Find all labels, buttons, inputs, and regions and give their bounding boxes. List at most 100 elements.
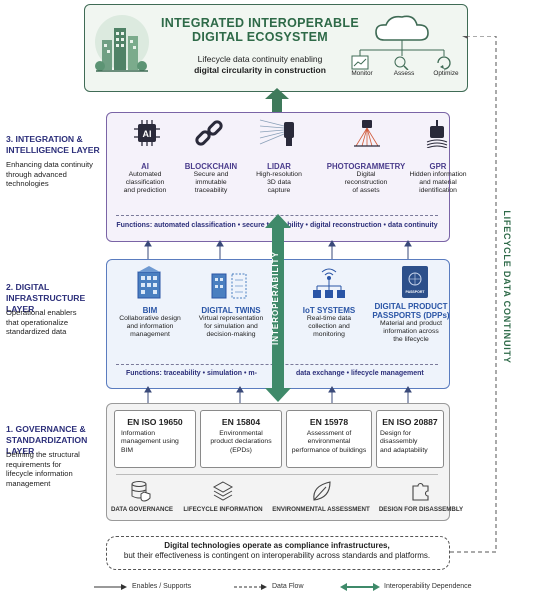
tech-bim-desc-2: and information [126, 323, 174, 331]
tech-iot-name: IoT SYSTEMS [302, 306, 356, 315]
iot-network-icon [313, 268, 345, 298]
tech-blockchain-desc-1: Secure and [193, 171, 229, 178]
layer1-desc-4: management [6, 478, 51, 488]
standard-desc-2: environmental [307, 438, 351, 446]
legend-dataflow: Data Flow [272, 583, 304, 590]
standard-desc-2: product declarations [210, 438, 272, 446]
tech-digital-twins-desc-2: for simulation and [204, 323, 258, 331]
layer1-desc-3: lifecycle information [6, 469, 73, 478]
tech-bim-desc-1: Collaborative design [119, 315, 181, 322]
standard-title: EN 15978 [309, 417, 349, 427]
governance-environmental-label: ENVIRONMENTAL ASSESSMENT [272, 506, 370, 513]
standard-desc-2: and adaptability [380, 446, 428, 454]
tech-digital-twins-desc-1: Virtual representation [198, 315, 264, 322]
tech-bim-desc-3: management [130, 331, 170, 339]
tech-photogrammetry-name: PHOTOGRAMMETRY [326, 162, 406, 171]
compliance-note-box [106, 536, 450, 570]
passport-badge: PASSPORT [405, 290, 425, 294]
standard-desc-3: (EPDs) [230, 446, 252, 454]
up-arrow-to-ecosystem-icon [265, 88, 289, 114]
tech-dpp-name-1: DIGITAL PRODUCT [374, 302, 448, 311]
chain-icon [195, 120, 223, 146]
ecosystem-title-2: DIGITAL ECOSYSTEM [192, 30, 328, 44]
standard-title: EN 15804 [221, 417, 261, 427]
interoperability-label: INTEROPERABILITY [271, 251, 280, 345]
compliance-note-2: but their effectiveness is contingent on… [123, 551, 431, 560]
monitor-label: Monitor [351, 70, 373, 77]
gpr-icon [426, 120, 448, 148]
tech-dpp-name-2: PASSPORTS (DPPs) [372, 311, 450, 320]
tech-ai-desc-3: and prediction [123, 187, 167, 195]
tech-dpp-desc-1: Material and product [380, 320, 442, 327]
tech-dpp-desc-2: information across [383, 328, 439, 336]
tech-dpp-desc-3: the lifecycle [393, 336, 429, 344]
double-arrow-legend-icon [340, 583, 380, 591]
layer1-label-2: STANDARDIZATION LAYER [6, 435, 88, 456]
database-shield-icon [131, 481, 151, 502]
puzzle-icon [412, 482, 429, 501]
tech-lidar-desc-3: capture [267, 187, 291, 195]
standard-card-iso19650: EN ISO 19650 Information management usin… [114, 410, 196, 468]
photogrammetry-icon [354, 120, 380, 147]
ecosystem-subtitle-2: digital circularity in construction [194, 65, 326, 75]
standard-card-iso20887: EN ISO 20887 Design for disassembly and … [376, 410, 444, 468]
assess-label: Assess [393, 70, 415, 77]
tech-photogrammetry-desc-1: Digital [356, 171, 376, 178]
layer2-desc-3: standardized data [6, 327, 67, 336]
standard-desc-1: Environmental [219, 430, 263, 437]
tech-lidar-desc-2: 3D data [267, 179, 291, 187]
lifecycle-continuity-label: LIFECYCLE DATA CONTINUITY [498, 202, 512, 372]
tech-blockchain-name: BLOCKCHAIN [184, 162, 238, 171]
standard-desc-1: Design for disassembly [380, 430, 418, 446]
legend-enables: Enables / Supports [132, 583, 192, 590]
layer1-desc-2: requirements for [6, 459, 62, 469]
digital-twin-icon [211, 273, 247, 299]
optimize-label: Optimize [433, 70, 459, 77]
leaf-icon [313, 481, 331, 501]
passport-icon [402, 266, 428, 298]
tech-photogrammetry-desc-3: of assets [352, 187, 380, 195]
layer1-divider [116, 474, 438, 475]
layer3-desc-1: Enhancing data continuity [6, 160, 93, 169]
legend-interop: Interoperability Dependence [384, 583, 472, 590]
layer3-label-1: 3. INTEGRATION & [6, 134, 83, 144]
tech-lidar-name: LIDAR [267, 162, 291, 171]
tech-gpr-desc-3: identification [419, 187, 457, 195]
standard-title: EN ISO 20887 [382, 417, 438, 427]
governance-lifecycle-label: LIFECYCLE INFORMATION [183, 506, 263, 513]
city-buildings-icon [95, 15, 149, 72]
tech-ai-desc-2: classification [125, 179, 165, 187]
layer1-to-layer2-arrows [144, 386, 412, 403]
layer2-label-1: 2. DIGITAL [6, 282, 50, 292]
tech-lidar-desc-1: High-resolution [256, 171, 302, 178]
solid-arrow-legend-icon [94, 584, 127, 590]
standard-card-en15804: EN 15804 Environmental product declarati… [200, 410, 282, 468]
layer2-desc-2: that operationalize [6, 317, 69, 327]
layer3-label-2: INTELLIGENCE LAYER [6, 145, 100, 155]
tech-iot-desc-1: Real-time data [306, 315, 352, 322]
cloud-network-icon [351, 15, 451, 70]
tech-ai-desc-1: Automated [128, 171, 162, 178]
tech-iot-desc-2: collection and [308, 323, 350, 331]
layer2-desc-1: Operational enablers [6, 308, 77, 317]
compliance-note-1: Digital technologies operate as complian… [164, 541, 390, 550]
standard-desc-2: management using [121, 438, 179, 446]
layer2-functions-left: Functions: traceability • simulation • m… [126, 370, 257, 377]
lidar-scanner-icon [259, 119, 294, 146]
standard-desc-3: BIM [121, 446, 134, 454]
tech-gpr-desc-2: and material [419, 179, 457, 187]
governance-data-label: DATA GOVERNANCE [110, 506, 174, 513]
tech-ai-name: AI [141, 162, 149, 171]
layer2-functions-right: data exchange • lifecycle management [296, 370, 424, 377]
lifecycle-continuity-loop [450, 36, 497, 553]
interoperability-arrow-icon [265, 214, 291, 402]
tech-gpr-desc-1: Hidden information [409, 171, 467, 178]
bim-building-icon [137, 266, 161, 299]
tech-blockchain-desc-2: immutable [195, 179, 227, 187]
tech-iot-desc-3: monitoring [313, 331, 345, 339]
layer1-label-1: 1. GOVERNANCE & [6, 424, 86, 434]
tech-bim-name: BIM [142, 306, 158, 315]
standard-card-en15978: EN 15978 Assessment of environmental per… [286, 410, 372, 468]
tech-gpr-name: GPR [429, 162, 447, 171]
tech-photogrammetry-desc-2: reconstruction [344, 179, 388, 187]
